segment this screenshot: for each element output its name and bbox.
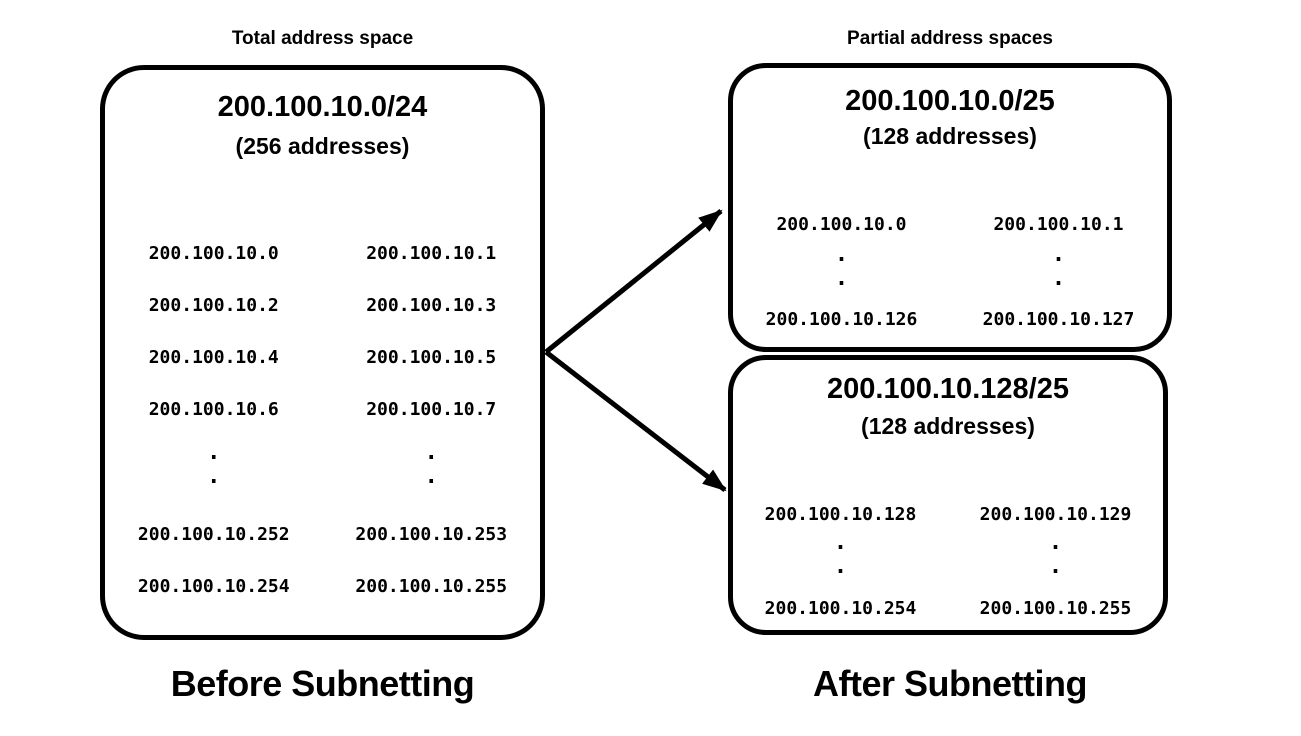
ip-address: 200.100.10.1	[366, 243, 497, 264]
network-cidr-24: 200.100.10.0/24	[217, 91, 428, 123]
dot: .	[1051, 242, 1066, 267]
subnet-1-first-row: 200.100.10.0 200.100.10.1	[733, 216, 1167, 234]
ip-address: 200.100.10.7	[366, 399, 497, 420]
network-cidr-25-first: 200.100.10.0/25	[845, 85, 1055, 117]
ip-address: 200.100.10.253	[355, 524, 508, 545]
ip-address: 200.100.10.255	[979, 598, 1132, 619]
dot: .	[833, 554, 848, 579]
dot: .	[424, 440, 438, 465]
address-list-top: 200.100.10.0 200.100.10.1 200.100.10.2 2…	[105, 245, 540, 419]
arrow-to-subnet-2	[544, 350, 727, 492]
dot: .	[1048, 530, 1063, 555]
arrow-to-subnet-1	[544, 209, 723, 354]
ip-address: 200.100.10.128	[764, 504, 917, 525]
ip-address: 200.100.10.254	[764, 598, 917, 619]
ip-address: 200.100.10.6	[148, 399, 279, 420]
ip-address: 200.100.10.0	[776, 214, 907, 235]
dot: .	[424, 464, 438, 489]
ip-address: 200.100.10.0	[148, 243, 279, 264]
address-count-256: (256 addresses)	[235, 133, 410, 159]
vertical-ellipsis: . .	[733, 530, 948, 579]
partial-address-spaces-heading: Partial address spaces	[847, 28, 1053, 49]
dot: .	[834, 266, 849, 291]
dot: .	[1051, 266, 1066, 291]
address-count-128-first: (128 addresses)	[863, 123, 1037, 149]
dot: .	[833, 530, 848, 555]
subnet-1-box: 200.100.10.0/25 (128 addresses) 200.100.…	[728, 63, 1172, 352]
vertical-ellipsis: . .	[323, 440, 541, 489]
vertical-ellipsis: . .	[105, 440, 323, 489]
ip-address: 200.100.10.5	[366, 347, 497, 368]
dot: .	[1048, 554, 1063, 579]
subnet-2-first-row: 200.100.10.128 200.100.10.129	[733, 506, 1163, 524]
subnet-2-box: 200.100.10.128/25 (128 addresses) 200.10…	[728, 355, 1168, 635]
address-list-bottom: 200.100.10.252 200.100.10.253 200.100.10…	[105, 526, 540, 596]
ip-address: 200.100.10.1	[993, 214, 1124, 235]
ip-address: 200.100.10.129	[979, 504, 1132, 525]
ellipsis-dots: . . . .	[105, 440, 541, 489]
total-address-space-heading: Total address space	[231, 28, 414, 49]
before-subnetting-caption: Before Subnetting	[170, 663, 475, 704]
vertical-ellipsis: . .	[733, 242, 950, 291]
before-subnetting-box: 200.100.10.0/24 (256 addresses) 200.100.…	[100, 65, 545, 640]
after-subnetting-caption: After Subnetting	[813, 663, 1087, 704]
ellipsis-dots: . . . .	[733, 242, 1167, 291]
ip-address: 200.100.10.254	[137, 576, 290, 597]
ip-address: 200.100.10.2	[148, 295, 279, 316]
ip-address: 200.100.10.252	[137, 524, 290, 545]
ip-address: 200.100.10.4	[148, 347, 279, 368]
address-count-128-second: (128 addresses)	[861, 413, 1035, 439]
vertical-ellipsis: . .	[950, 242, 1167, 291]
subnet-2-last-row: 200.100.10.254 200.100.10.255	[733, 600, 1163, 618]
ellipsis-dots: . . . .	[733, 530, 1163, 579]
dot: .	[834, 242, 849, 267]
subnet-1-last-row: 200.100.10.126 200.100.10.127	[733, 311, 1167, 329]
ip-address: 200.100.10.3	[366, 295, 497, 316]
network-cidr-25-second: 200.100.10.128/25	[827, 373, 1069, 405]
dot: .	[207, 464, 221, 489]
vertical-ellipsis: . .	[948, 530, 1163, 579]
dot: .	[207, 440, 221, 465]
ip-address: 200.100.10.127	[982, 309, 1135, 330]
ip-address: 200.100.10.255	[355, 576, 508, 597]
ip-address: 200.100.10.126	[765, 309, 918, 330]
